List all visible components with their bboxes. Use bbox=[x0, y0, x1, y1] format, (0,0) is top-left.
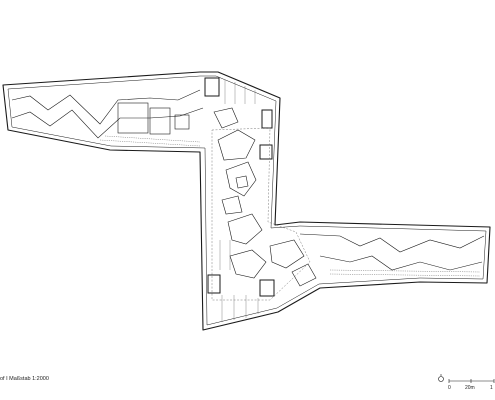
east-wing-hatch bbox=[329, 269, 481, 277]
east-wing-walkway bbox=[299, 233, 485, 253]
west-wing-walkway bbox=[11, 89, 201, 125]
core-block bbox=[149, 107, 171, 135]
stair-core bbox=[259, 144, 273, 160]
atrium-voids bbox=[213, 107, 317, 287]
stair-core bbox=[259, 279, 275, 297]
atrium-dashed-ring bbox=[211, 127, 311, 301]
stair-core bbox=[261, 109, 273, 129]
scale-label-0: 0 bbox=[448, 385, 451, 391]
column-grid bbox=[219, 80, 259, 322]
core-block bbox=[117, 102, 149, 134]
scale-label-20m: 20m bbox=[465, 385, 475, 391]
west-wing-hatch bbox=[99, 135, 201, 147]
drawing-caption: of I Maßstab 1:2000 bbox=[0, 376, 49, 382]
core-block bbox=[174, 114, 190, 130]
building-outline bbox=[2, 71, 491, 331]
east-wing-walkway-edge bbox=[319, 255, 483, 271]
scale-bar: 0 20m 1 bbox=[438, 374, 495, 391]
scale-label-end: 1 bbox=[490, 385, 493, 391]
inner-wall-line bbox=[7, 75, 487, 326]
stair-core bbox=[207, 274, 221, 294]
stair-core bbox=[204, 77, 220, 97]
